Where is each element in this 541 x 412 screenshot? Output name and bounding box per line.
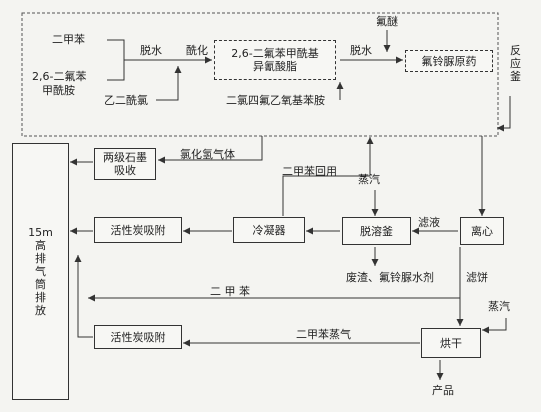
arrow-xylene-recycle (282, 137, 374, 216)
centrifuge-box: 离心 (460, 217, 504, 245)
xylene-vapor-label: 二甲苯蒸气 (296, 328, 351, 341)
arrow-ac2-to-stack (74, 255, 93, 338)
input-xylene: 二甲苯 (52, 33, 85, 46)
aniline-label: 二氯四氟乙氧基苯胺 (226, 94, 325, 107)
arrow-steam-bottom (482, 318, 507, 334)
step-fluorine-ether: 氟醚 (376, 15, 398, 28)
input-dmfa-line1: 2,6-二氟苯 (32, 70, 87, 83)
exhaust-stack-box: 15m 高 排 气 筒 排 放 (12, 143, 69, 400)
arrow-reactor-out (497, 96, 511, 132)
waste-label: 废渣、氟铃脲水剂 (346, 271, 434, 284)
activated-carbon-box-1: 活性炭吸附 (94, 217, 182, 243)
hcl-gas-label: 氯化氢气体 (180, 148, 235, 161)
isocyanate-line2: 异氰酸脂 (253, 60, 297, 73)
graphite-absorption-box: 两级石墨 吸收 (94, 148, 156, 180)
product-raw-box: 氟铃脲原药 (405, 50, 493, 72)
step-dehydrate-2: 脱水 (350, 44, 372, 57)
xylene-line-label: 二 甲 苯 (210, 285, 250, 298)
desolvent-kettle-box: 脱溶釜 (342, 217, 411, 245)
input-dmfa-line2: 甲酰胺 (42, 84, 75, 97)
step-acylation: 酰化 (186, 44, 208, 57)
step-dehydrate-1: 脱水 (140, 44, 162, 57)
arrow-hcl-gas (158, 136, 263, 164)
xylene-recycle-label: 二甲苯回用 (282, 165, 337, 178)
arrow-acetyl-chloride (156, 66, 182, 101)
reactor-enclosure (21, 12, 499, 137)
filter-cake-label: 滤饼 (466, 271, 488, 284)
reactor-label: 反 应 釜 (510, 44, 521, 83)
activated-carbon-box-2: 活性炭吸附 (94, 325, 182, 349)
product-label: 产品 (432, 384, 454, 397)
dryer-box: 烘干 (421, 328, 481, 358)
isocyanate-box: 2,6-二氟苯甲酰基 异氰酸脂 (214, 40, 336, 80)
input-acetyl-chloride: 乙二酰氯 (104, 94, 148, 107)
condenser-box: 冷凝器 (233, 217, 305, 243)
isocyanate-line1: 2,6-二氟苯甲酰基 (231, 47, 319, 60)
bracket-inputs (107, 39, 125, 81)
filtrate-label: 滤液 (418, 216, 440, 229)
steam-top-label: 蒸汽 (358, 173, 380, 186)
steam-bottom-label: 蒸汽 (488, 300, 510, 313)
